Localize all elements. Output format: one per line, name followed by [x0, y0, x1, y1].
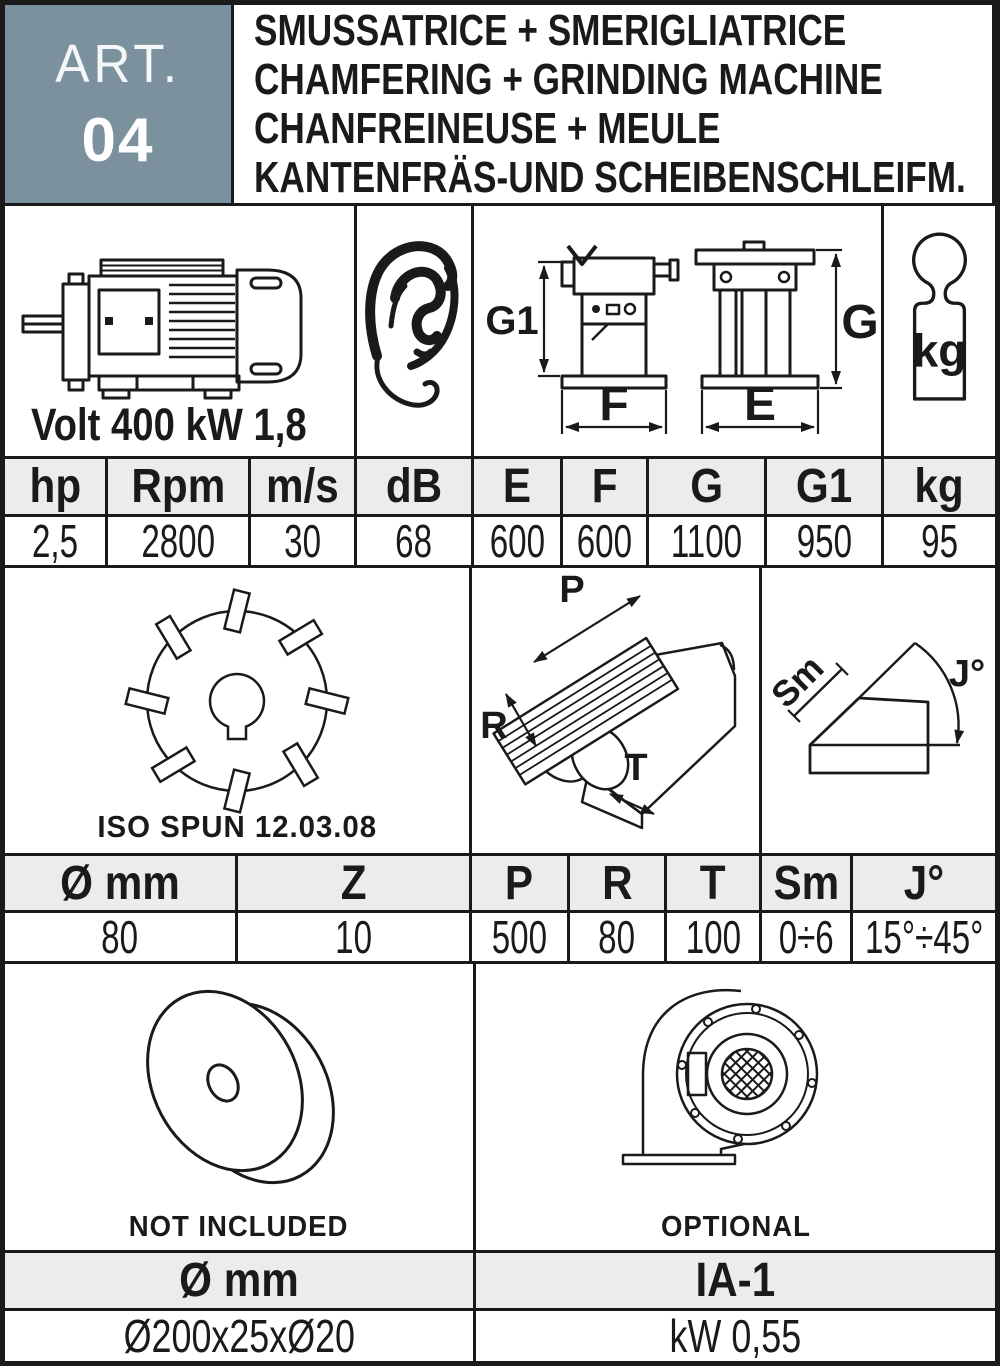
spec-value-g: 1100	[649, 517, 764, 565]
electric-motor-icon	[21, 258, 303, 400]
title-french: CHANFREINEUSE + MEULE	[254, 104, 721, 153]
dim-label-r: R	[480, 705, 507, 747]
cutter-value-r: 80	[570, 913, 664, 961]
cutter-table-header: Ø mm Z P R T Sm J°	[5, 856, 995, 910]
spec-header-g1: G1	[767, 459, 881, 514]
spec-header-g: G	[649, 459, 764, 514]
title-italian: SMUSSATRICE + SMERIGLIATRICE	[254, 6, 847, 55]
cutter-value-diameter: 80	[5, 913, 235, 961]
title-german: KANTENFRÄS-UND SCHEIBENSCHLEIFM.	[254, 153, 966, 202]
cutter-table-values: 80 10 500 80 100 0÷6 15°÷45°	[5, 913, 995, 961]
cutter-header-t: T	[667, 856, 759, 910]
spec-header-hp: hp	[5, 459, 105, 514]
weight-cell: kg	[884, 206, 995, 456]
spec-header-ms: m/s	[251, 459, 354, 514]
dim-label-g1: G1	[485, 299, 538, 343]
spec-value-kg: 95	[884, 517, 995, 565]
dim-label-e: E	[744, 378, 776, 431]
dim-label-p: P	[559, 569, 584, 611]
spec-table-values: 2,5 2800 30 68 600 600 1100 950 95	[5, 517, 995, 565]
title-english: CHAMFERING + GRINDING MACHINE	[254, 55, 883, 104]
worktable-icon: P R T	[480, 569, 737, 830]
grinding-wheel-cell: NOT INCLUDED	[5, 964, 473, 1250]
accessory-table-header: Ø mm IA-1	[5, 1253, 995, 1308]
noise-cell	[357, 206, 471, 456]
cutter-header-r: R	[570, 856, 664, 910]
blower-caption: OPTIONAL	[660, 1211, 811, 1243]
spec-value-ms: 30	[251, 517, 354, 565]
accessory-header-diameter: Ø mm	[5, 1253, 473, 1308]
kg-label: kg	[913, 324, 967, 376]
motor-caption: Volt 400 kW 1,8	[31, 399, 307, 450]
cutter-value-p: 500	[472, 913, 567, 961]
worktable-cell: P R T	[472, 568, 759, 853]
dim-label-sm: Sm	[763, 647, 832, 716]
machine-dimensions-cell: G1 F E G	[474, 206, 881, 456]
cutter-header-sm: Sm	[762, 856, 850, 910]
ear-icon	[365, 241, 459, 408]
dust-blower-icon	[621, 988, 819, 1166]
cutter-header-diameter: Ø mm	[5, 856, 235, 910]
cutter-header-p: P	[472, 856, 567, 910]
motor-cell: Volt 400 kW 1,8	[5, 206, 354, 456]
spec-header-f: F	[563, 459, 646, 514]
dim-label-t: T	[624, 747, 647, 789]
cutter-value-z: 10	[238, 913, 469, 961]
spec-header-e: E	[474, 459, 560, 514]
spec-value-rpm: 2800	[108, 517, 248, 565]
cutter-drawings-row: ISO SPUN 12.03.08	[5, 568, 995, 853]
spec-value-g1: 950	[767, 517, 881, 565]
spec-value-hp: 2,5	[5, 517, 105, 565]
accessory-value-ia1: kW 0,55	[476, 1311, 995, 1361]
cutter-value-t: 100	[667, 913, 759, 961]
header-row: ART. 04 SMUSSATRICE + SMERIGLIATRICE CHA…	[5, 5, 995, 203]
title-block: SMUSSATRICE + SMERIGLIATRICE CHAMFERING …	[234, 5, 992, 203]
spec-value-f: 600	[563, 517, 646, 565]
accessories-row: NOT INCLUDED	[5, 964, 995, 1250]
cutter-value-j: 15°÷45°	[853, 913, 995, 961]
weight-kg-icon: kg	[912, 232, 967, 401]
spec-header-kg: kg	[884, 459, 995, 514]
accessory-header-ia1: IA-1	[476, 1253, 995, 1308]
machine-dimensions-icon: G1 F E G	[485, 240, 879, 434]
spec-header-db: dB	[357, 459, 471, 514]
dim-label-j: J°	[949, 653, 985, 695]
chamfer-angle-icon: Sm J°	[763, 642, 985, 775]
article-number-box: ART. 04	[5, 5, 231, 203]
accessory-table-values: Ø200x25xØ20 kW 0,55	[5, 1311, 995, 1361]
blower-cell: OPTIONAL	[476, 964, 995, 1250]
spec-value-e: 600	[474, 517, 560, 565]
spec-value-db: 68	[357, 517, 471, 565]
cutter-header-z: Z	[238, 856, 469, 910]
chamfer-angle-cell: Sm J°	[762, 568, 995, 853]
article-label: ART.	[55, 33, 181, 94]
icons-row: Volt 400 kW 1,8	[5, 206, 995, 456]
cutter-standard-caption: ISO SPUN 12.03.08	[97, 809, 377, 844]
cutter-wheel-cell: ISO SPUN 12.03.08	[5, 568, 469, 853]
cutter-header-j: J°	[853, 856, 995, 910]
dim-label-f: F	[599, 378, 628, 431]
dim-label-g: G	[841, 296, 878, 349]
article-number: 04	[81, 105, 155, 175]
spec-table-header: hp Rpm m/s dB E F G G1 kg	[5, 459, 995, 514]
accessory-value-diameter: Ø200x25xØ20	[5, 1311, 473, 1361]
spec-header-rpm: Rpm	[108, 459, 248, 514]
cutter-value-sm: 0÷6	[762, 913, 850, 961]
wheel-caption: NOT INCLUDED	[129, 1211, 349, 1243]
grinding-wheel-icon	[146, 989, 335, 1185]
cutter-wheel-icon	[124, 588, 350, 814]
